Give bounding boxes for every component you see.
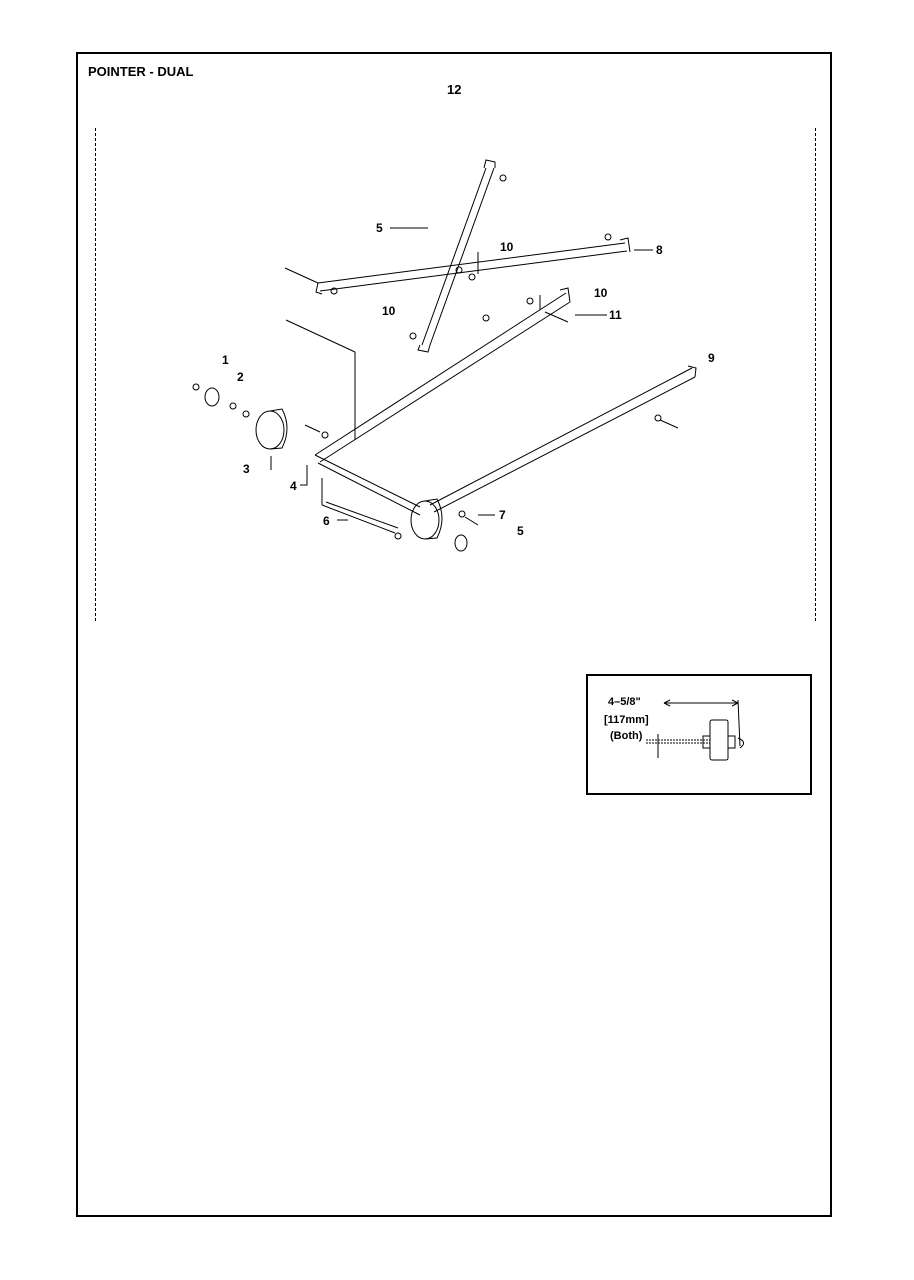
callout-10a: 10	[500, 240, 514, 254]
nut-left-bar	[330, 287, 338, 295]
callout-6: 6	[323, 514, 330, 528]
bolt-left	[304, 424, 321, 433]
inset-metric: [117mm]	[604, 714, 649, 726]
nut-top	[499, 174, 507, 182]
callout-5a: 5	[376, 221, 383, 235]
callout-1: 1	[222, 353, 229, 367]
inset-note: (Both)	[610, 730, 643, 742]
nut-right-bar	[604, 233, 612, 241]
nut-left	[321, 431, 329, 439]
nut-part-2a	[229, 402, 237, 410]
callout-9: 9	[708, 351, 715, 365]
nut-lower	[409, 332, 417, 340]
x-brace-bar-b	[315, 237, 631, 295]
nut-center-b	[468, 273, 476, 281]
nut-center	[455, 266, 463, 274]
pointer-rod-right	[429, 365, 697, 513]
connecting-rod	[314, 454, 421, 516]
nut-part-2b	[242, 410, 250, 418]
rod-end-part-6	[394, 532, 402, 540]
inset-dimension: 4–5/8"	[608, 696, 641, 708]
nut-part-11a	[482, 314, 490, 322]
x-brace-diagonal-a	[417, 159, 496, 353]
left-dashed-border	[95, 128, 96, 621]
page-border	[76, 52, 832, 1217]
callout-4: 4	[290, 479, 297, 493]
rod-part-6	[321, 478, 399, 534]
bolt-part-9	[659, 419, 679, 429]
nut-part-7	[458, 510, 466, 518]
callout-11: 11	[609, 308, 622, 322]
callout-3: 3	[243, 462, 250, 476]
inset-drawing	[646, 699, 744, 761]
callout-7: 7	[499, 508, 506, 522]
counterweight-left	[255, 408, 288, 450]
callout-10c: 10	[594, 286, 608, 300]
page-number: 12	[447, 82, 462, 97]
nut-part-10c	[526, 297, 534, 305]
bolt-part-11	[544, 311, 569, 323]
washer-part-1	[204, 387, 220, 407]
pointer-guide-line	[284, 267, 319, 284]
callout-5b: 5	[517, 524, 524, 538]
nut-part-9	[654, 414, 662, 422]
washer-right	[454, 534, 468, 552]
page-title: POINTER - DUAL	[88, 64, 194, 79]
leader-4	[300, 465, 308, 486]
counterweight-right	[410, 498, 443, 540]
pointer-rod-upper	[314, 287, 571, 463]
nut-part-1	[192, 383, 200, 391]
cabinet-outline	[285, 319, 356, 440]
callout-10b: 10	[382, 304, 396, 318]
callout-8: 8	[656, 243, 663, 257]
right-dashed-border	[815, 128, 816, 621]
callout-2: 2	[237, 370, 244, 384]
inset-detail: 4–5/8" [117mm] (Both)	[586, 674, 812, 795]
bolt-part-7	[464, 516, 479, 526]
